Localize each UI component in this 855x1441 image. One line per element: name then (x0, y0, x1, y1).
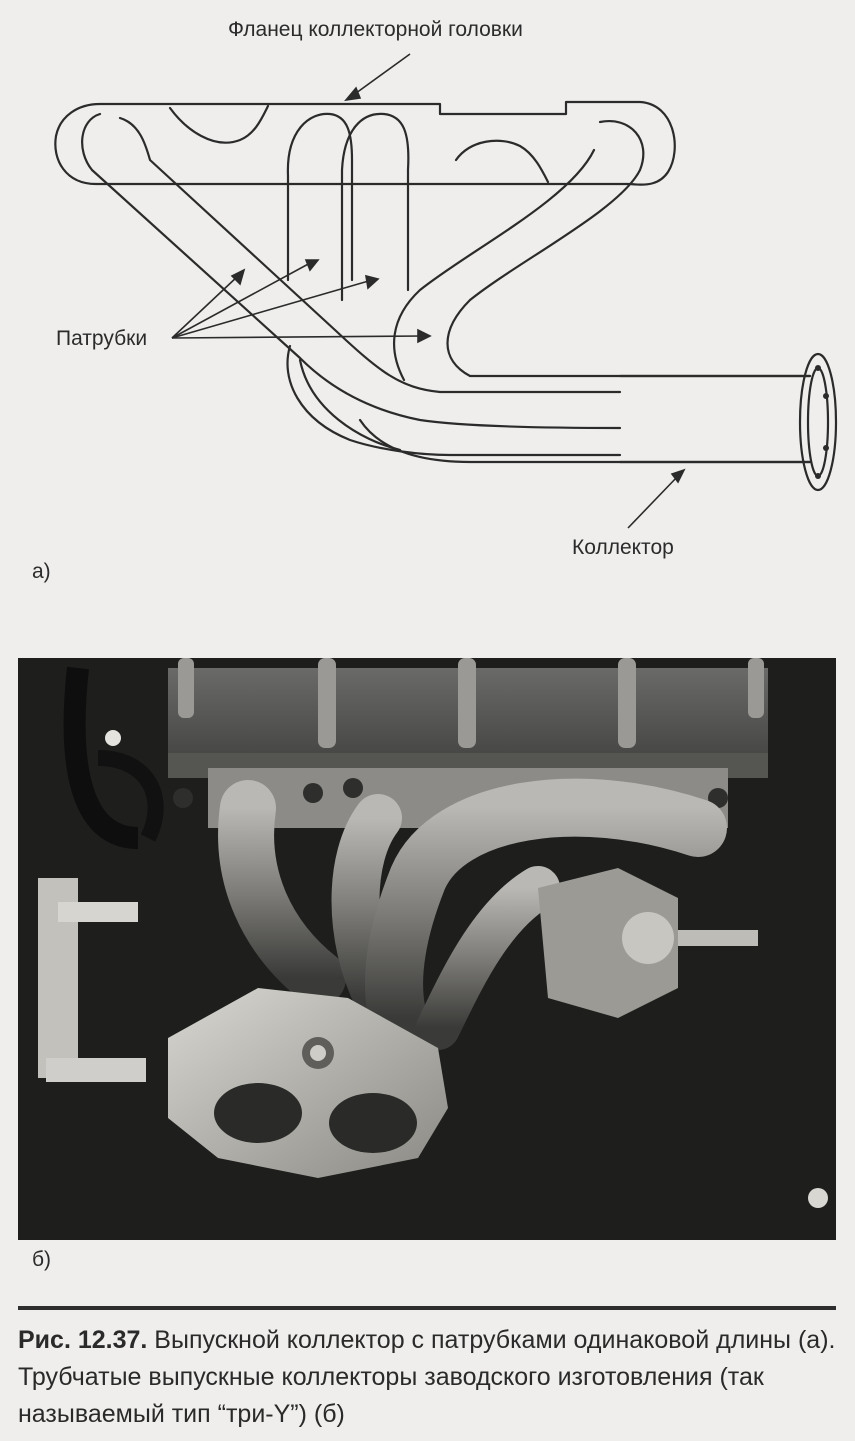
flange-label: Фланец коллекторной головки (228, 18, 523, 41)
collector-leader (627, 475, 679, 529)
caption-text: Выпускной коллектор с патрубками одинако… (18, 1326, 836, 1428)
panel-label-b: б) (32, 1248, 52, 1271)
pipe-1-outer (81, 112, 622, 430)
pipe-1-inner (118, 116, 622, 394)
figure-number: Рис. 12.37. (18, 1326, 148, 1354)
pipe-2-outer (286, 112, 354, 282)
flange-leader (351, 53, 411, 97)
flange-scallop-1 (168, 104, 270, 144)
collector-body-bottom (298, 358, 402, 452)
outlet-flange (798, 352, 838, 492)
outlet-flange-inner (806, 366, 830, 478)
pipes-label: Патрубки (56, 327, 148, 350)
panel-label-a: а) (32, 560, 51, 583)
tri-y-manifold-photo (18, 658, 836, 1240)
flange-arrow-head (344, 86, 362, 102)
caption-divider (18, 1306, 836, 1310)
exhaust-pipe-1 (218, 780, 346, 1006)
pipes-leader-1 (171, 275, 239, 339)
flange-scallop-2 (454, 139, 550, 184)
exhaust-pipe-4 (416, 866, 560, 1050)
exhaust-pipe-3 (365, 778, 727, 1047)
pipes-leader-4 (171, 335, 425, 339)
pipe-3-outer (340, 112, 410, 292)
thermostat-housing (538, 868, 678, 1018)
flange-outline (54, 100, 676, 186)
photo-illustration (18, 658, 836, 1240)
pipes-leader-3 (171, 279, 373, 339)
exhaust-manifold-diagram: Фланец коллекторной головки Патрубки Кол… (0, 0, 855, 600)
pipes-leader-2 (171, 261, 313, 339)
collector-outer-bottom (358, 418, 812, 464)
manifold-line-drawing (54, 53, 838, 529)
collector-label: Коллектор (572, 536, 674, 559)
collector-body-top (286, 344, 622, 457)
figure-caption: Рис. 12.37. Выпускной коллектор с патруб… (18, 1322, 836, 1433)
pipe-4-inner (393, 148, 596, 382)
outlet-bolt-holes (815, 365, 829, 479)
pipe-4-outer (446, 119, 812, 378)
